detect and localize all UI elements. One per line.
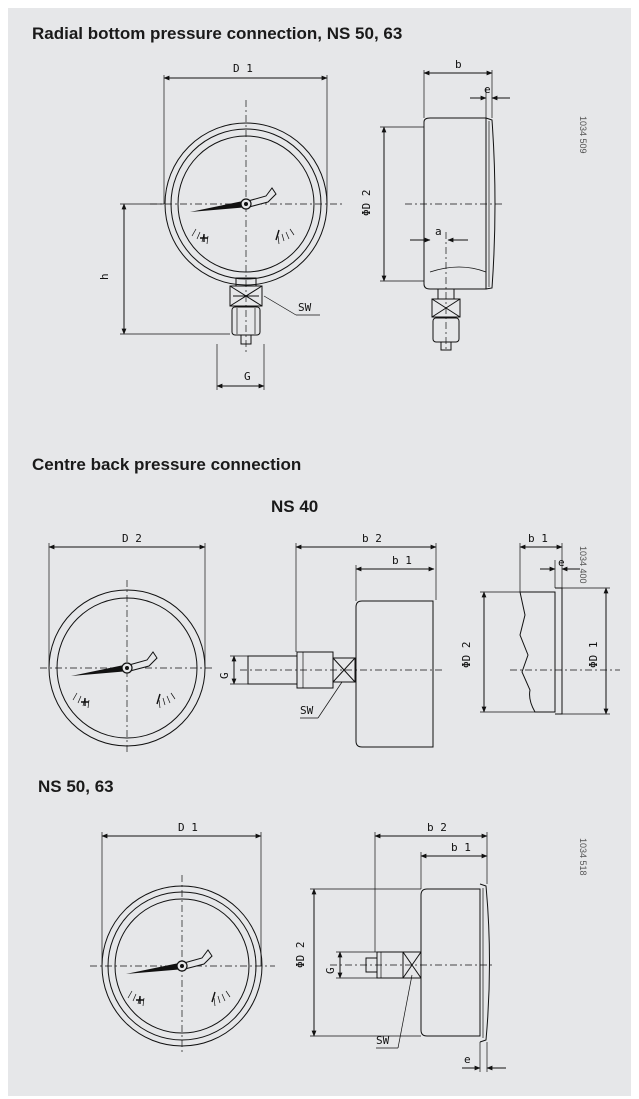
drawing-code-radial: 1034 509 xyxy=(578,116,588,154)
label-a: a xyxy=(435,225,442,238)
label-b2-ns40: b 2 xyxy=(362,532,382,545)
ns40-front-view: D 2 xyxy=(40,532,215,755)
section-title-ns5063: NS 50, 63 xyxy=(38,777,114,796)
label-g-radial: G xyxy=(244,370,251,383)
label-phid2-ns5063: ΦD 2 xyxy=(294,942,307,969)
label-phid1-ns40: ΦD 1 xyxy=(587,642,600,669)
label-phid2-ns40: ΦD 2 xyxy=(460,642,473,669)
label-sw-ns40: SW xyxy=(300,704,314,717)
section-title-radial: Radial bottom pressure connection, NS 50… xyxy=(32,24,403,43)
drawing-code-ns40: 1034 400 xyxy=(578,546,588,584)
section-title-centre-back: Centre back pressure connection xyxy=(32,455,302,474)
ns40-section-view: ΦD 2 ΦD 1 b 1 e xyxy=(460,532,620,715)
ns5063-side-view: G ΦD 2 b 2 b 1 SW e xyxy=(294,821,506,1072)
ns5063-front-view: D 1 xyxy=(90,821,275,1055)
label-b1-ns5063: b 1 xyxy=(451,841,471,854)
ns40-side-view: G b 2 b 1 SW xyxy=(218,532,445,748)
radial-front-view: D 1 h SW G xyxy=(98,62,345,390)
label-b1-ns40-section: b 1 xyxy=(528,532,548,545)
label-sw-ns5063: SW xyxy=(376,1034,390,1047)
label-d1: D 1 xyxy=(233,62,253,75)
label-b-radial: b xyxy=(455,58,462,71)
section-title-ns40: NS 40 xyxy=(271,497,319,516)
drawing-code-ns5063: 1034 518 xyxy=(578,838,588,876)
label-h: h xyxy=(98,273,111,280)
label-d2-ns40: D 2 xyxy=(122,532,142,545)
label-sw-radial: SW xyxy=(298,301,312,314)
label-phid2-radial: ΦD 2 xyxy=(360,190,373,217)
label-e-ns5063: e xyxy=(464,1053,471,1066)
label-e-ns40: e xyxy=(558,556,565,569)
radial-side-view: ΦD 2 b e a xyxy=(360,58,510,351)
label-b2-ns5063: b 2 xyxy=(427,821,447,834)
label-g-ns5063: G xyxy=(324,967,337,974)
label-g-ns40: G xyxy=(218,672,231,679)
label-d1-ns5063: D 1 xyxy=(178,821,198,834)
label-e-radial: e xyxy=(484,83,491,96)
label-b1-ns40: b 1 xyxy=(392,554,412,567)
